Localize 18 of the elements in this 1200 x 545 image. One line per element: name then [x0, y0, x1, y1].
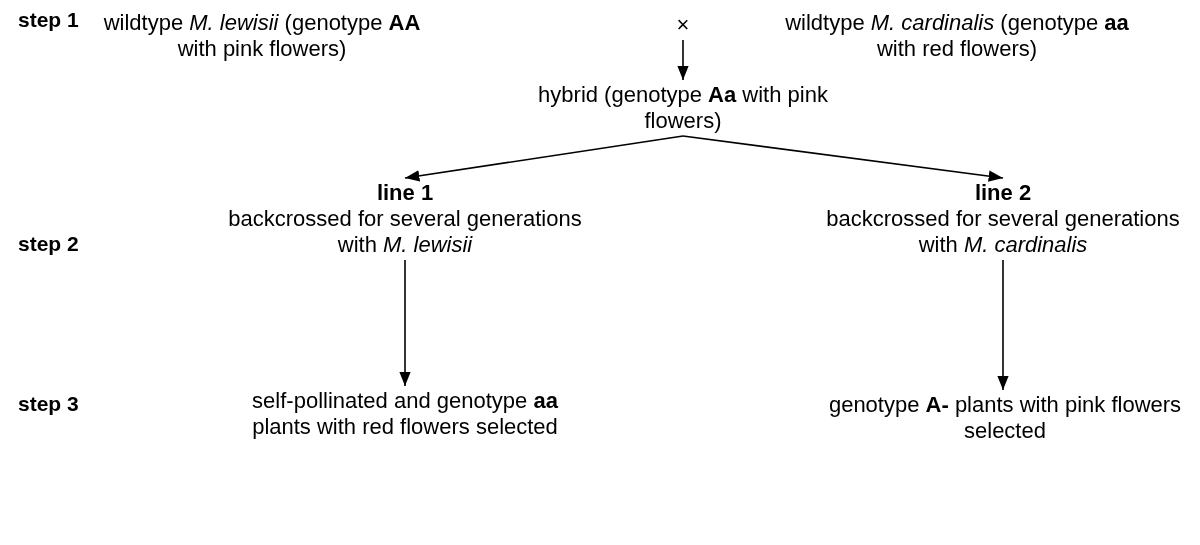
node-text: backcrossed for several generations with M. lewisii [227, 206, 583, 258]
arrow [682, 135, 1004, 182]
step-label: step 3 [18, 391, 79, 417]
node-text: self-pollinated and genotype aa plants with red flowers selected [251, 388, 559, 440]
node-text: wildtype M. lewisii (genotype AA with pink flowers) [102, 10, 422, 62]
arrow [399, 259, 411, 387]
node-text: backcrossed for several generations with M. cardinalis [825, 206, 1181, 258]
arrow [677, 39, 689, 81]
step-label: step 1 [18, 7, 79, 33]
arrow [404, 135, 684, 182]
node-heading: line 1 [376, 180, 434, 206]
node-text: genotype A- plants with pink flowers selected [827, 392, 1183, 444]
arrow [997, 259, 1009, 391]
cross-symbol: × [676, 12, 690, 38]
node-heading: line 2 [974, 180, 1032, 206]
node-text: hybrid (genotype Aa with pink flowers) [537, 82, 829, 134]
step-label: step 2 [18, 231, 79, 257]
node-text: wildtype M. cardinalis (genotype aa with red flowers) [784, 10, 1130, 62]
